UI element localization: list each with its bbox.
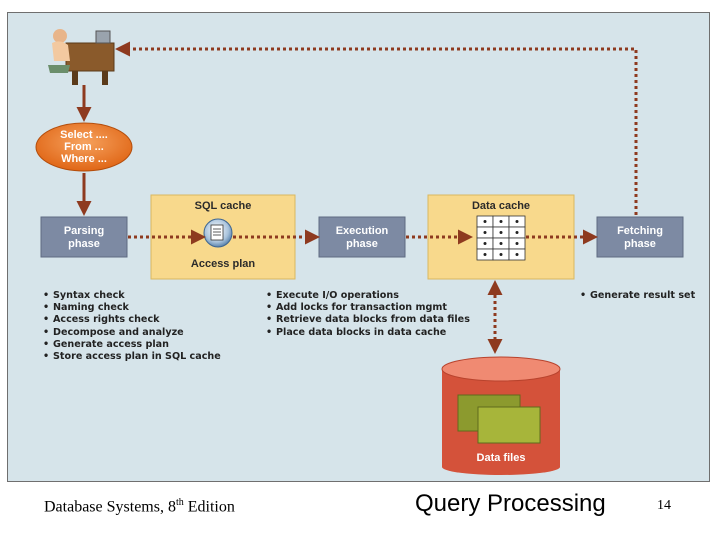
parsing-steps-item: Syntax check [43, 290, 221, 302]
cache-cell-dot [483, 253, 487, 256]
query-line-where: Where ... [61, 153, 107, 165]
query-line-select: Select .... [60, 129, 108, 141]
diagram-frame: Select .... From ... Where ... Parsing p… [7, 12, 710, 482]
edition-suffix: Edition [183, 498, 235, 516]
data-cache-grid [476, 215, 526, 261]
edition-superscript: th [175, 497, 184, 508]
parsing-steps-item: Decompose and analyze [43, 327, 221, 339]
cache-cell-dot [483, 231, 487, 234]
cache-cell-dot [499, 220, 503, 223]
book-title-text: Database Systems, 8 [44, 498, 176, 516]
cache-cell-dot [515, 242, 519, 245]
execution-steps-item: Execute I/O operations [266, 290, 470, 302]
execution-steps-list: Execute I/O operationsAdd locks for tran… [266, 290, 470, 339]
query-line-from: From ... [64, 141, 104, 153]
execution-steps-item: Place data blocks in data cache [266, 327, 470, 339]
execution-phase-box: Execution phase [318, 216, 406, 258]
data-cache-box: Data cache [427, 194, 575, 280]
parsing-steps-item: Naming check [43, 302, 221, 314]
cache-cell-dot [499, 253, 503, 256]
parsing-steps-list: Syntax checkNaming checkAccess rights ch… [43, 290, 221, 363]
data-files-label: Data files [477, 452, 526, 464]
parsing-steps-item: Store access plan in SQL cache [43, 351, 221, 363]
sql-cache-caption: Access plan [191, 258, 255, 270]
fetching-steps-list: Generate result set [580, 290, 695, 302]
slide-title: Query Processing [415, 490, 606, 517]
execution-phase-line1: Execution [336, 225, 389, 237]
sql-cache-box: SQL cache Access plan [150, 194, 296, 280]
user-computer-icon [48, 29, 115, 85]
cache-cell-dot [483, 220, 487, 223]
parsing-steps-item: Generate access plan [43, 339, 221, 351]
cache-cell-dot [515, 231, 519, 234]
sql-cache-title: SQL cache [195, 200, 252, 212]
data-cache-title: Data cache [472, 200, 530, 212]
query-processing-diagram: Select .... From ... Where ... Parsing p… [35, 29, 684, 475]
cache-cell-dot [499, 231, 503, 234]
cache-cell-dot [515, 220, 519, 223]
cache-cell-dot [483, 242, 487, 245]
execution-steps-item: Add locks for transaction mgmt [266, 302, 470, 314]
parsing-steps-item: Access rights check [43, 314, 221, 326]
fetching-phase-line2: phase [624, 238, 656, 250]
arrow-fetching-to-user [115, 41, 638, 215]
parsing-phase-line1: Parsing [64, 225, 104, 237]
footer-book-title: Database Systems, 8th Edition [44, 497, 235, 516]
execution-steps-item: Retrieve data blocks from data files [266, 314, 470, 326]
fetching-steps-item: Generate result set [580, 290, 695, 302]
execution-phase-line2: phase [346, 238, 378, 250]
data-files-cylinder: Data files [441, 356, 561, 475]
fetching-phase-line1: Fetching [617, 225, 663, 237]
page-number: 14 [657, 498, 671, 513]
query-bubble: Select .... From ... Where ... [35, 122, 133, 172]
cache-cell-dot [499, 242, 503, 245]
parsing-phase-box: Parsing phase [40, 216, 128, 258]
cache-cell-dot [515, 253, 519, 256]
parsing-phase-line2: phase [68, 238, 100, 250]
fetching-phase-box: Fetching phase [596, 216, 684, 258]
